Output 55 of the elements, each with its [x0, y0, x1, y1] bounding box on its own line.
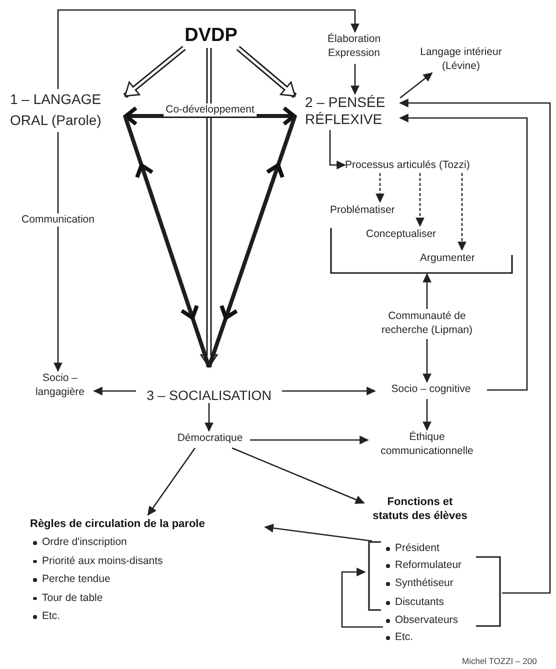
arrow — [207, 115, 297, 368]
arrow — [94, 386, 136, 396]
list-heading: Fonctions et statuts des élèves — [364, 495, 476, 525]
arrow — [204, 403, 214, 432]
arrow — [282, 386, 376, 396]
list-item: Synthétiseur — [383, 575, 473, 592]
text-label: Élaboration Expression — [318, 32, 390, 64]
arrow — [400, 72, 432, 99]
text-label: Communauté de recherche (Lipman) — [372, 309, 482, 339]
arrow — [400, 114, 528, 391]
text-label: Processus articulés (Tozzi) — [345, 157, 515, 173]
arrow — [250, 436, 368, 444]
arrow — [422, 399, 432, 430]
arrow — [232, 447, 364, 504]
credit-text: Michel TOZZI – 200 — [462, 656, 537, 666]
list-item: Tour de table — [30, 588, 265, 607]
arrow — [341, 568, 383, 628]
concept-label: 2 – PENSÉE RÉFLEXIVE — [295, 94, 400, 130]
list-item: Priorité aux moins-disants — [30, 552, 265, 570]
concept-label: DVDP — [180, 24, 242, 48]
list-item: Etc. — [383, 629, 473, 646]
arrow — [416, 173, 424, 226]
edge-label: Co-développement — [164, 104, 256, 116]
text-label: Éthique communicationnelle — [368, 430, 486, 460]
concept-label: 1 – LANGAGE ORAL (Parole) — [10, 89, 125, 132]
text-label: Démocratique — [170, 431, 250, 448]
list-item: Discutants — [383, 594, 473, 611]
list-item: Etc. — [30, 607, 265, 626]
list-item: Perche tendue — [30, 570, 265, 588]
concept-label: 3 – SOCIALISATION — [136, 367, 282, 403]
arrow — [264, 524, 372, 542]
arrow — [400, 98, 551, 594]
text-label: Socio – cognitive — [375, 382, 487, 399]
arrow — [124, 106, 296, 126]
arrow — [422, 274, 432, 309]
arrow — [458, 173, 466, 250]
list-item: Reformulateur — [383, 557, 473, 574]
text-label: Argumenter — [420, 250, 486, 266]
list-item: Observateurs — [383, 612, 473, 629]
arrow — [350, 64, 360, 94]
text-label: Problématiser — [330, 202, 412, 218]
arrow — [57, 9, 360, 89]
arrow — [54, 132, 62, 372]
list-item: Président — [383, 540, 473, 557]
list-heading: Règles de circulation de la parole — [30, 517, 206, 532]
text-label: Langage intérieur (Lévine) — [415, 45, 507, 73]
arrow — [422, 339, 432, 382]
arrow — [329, 130, 346, 170]
arrow — [123, 115, 211, 368]
list-item: Ordre d'inscription — [30, 533, 265, 552]
arrow — [376, 173, 384, 202]
arrow — [147, 448, 196, 516]
text-label: Conceptualiser — [366, 226, 452, 242]
edge-label: Communication — [20, 214, 96, 226]
text-label: Socio – langagière — [26, 371, 94, 401]
